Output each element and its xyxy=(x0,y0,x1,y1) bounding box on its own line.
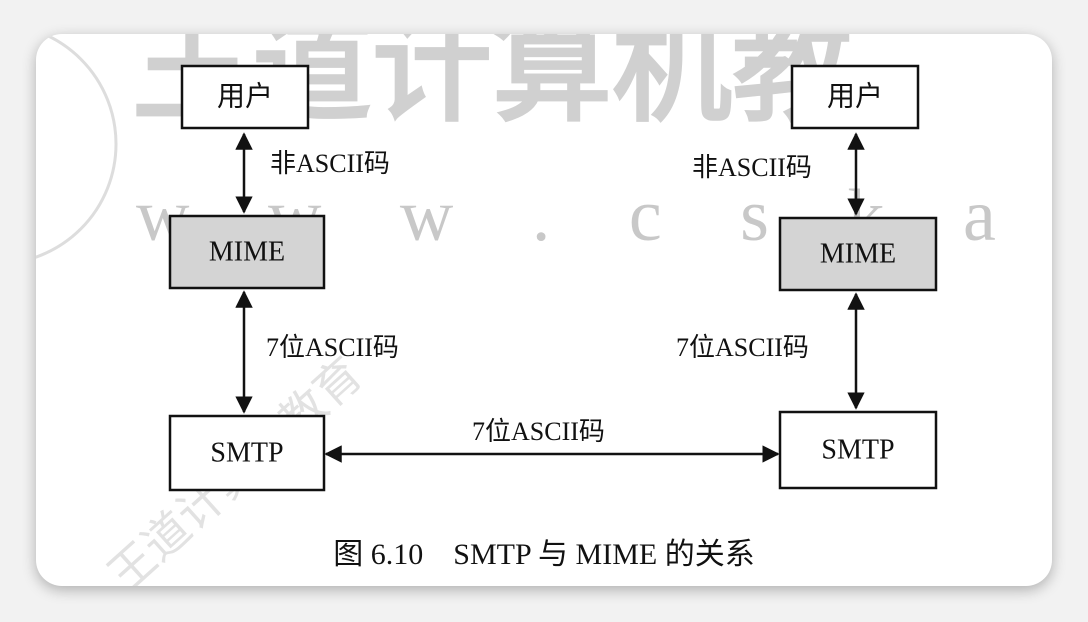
edge-label-left-mime-smtp: 7位ASCII码 xyxy=(266,333,399,362)
node-left-mime-label: MIME xyxy=(209,237,285,268)
figure-caption: 图 6.10 SMTP 与 MIME 的关系 xyxy=(333,538,754,571)
edge-label-right-mime-smtp: 7位ASCII码 xyxy=(676,333,809,362)
node-right-smtp: SMTP xyxy=(778,410,938,490)
node-left-smtp: SMTP xyxy=(168,414,326,492)
edge-label-smtp-smtp: 7位ASCII码 xyxy=(472,417,605,446)
node-left-smtp-label: SMTP xyxy=(210,438,283,469)
node-right-smtp-label: SMTP xyxy=(821,435,894,466)
node-right-user-label: 用户 xyxy=(827,81,883,113)
node-left-mime: MIME xyxy=(168,214,326,290)
node-right-mime-label: MIME xyxy=(820,239,896,270)
watermark-seal xyxy=(36,34,118,259)
edge-label-right-user-mime: 非ASCII码 xyxy=(692,153,812,182)
node-right-mime: MIME xyxy=(778,216,938,292)
edge-label-left-user-mime: 非ASCII码 xyxy=(270,149,390,178)
node-left-user: 用户 xyxy=(180,64,310,130)
diagram-canvas: 王道计算机教 w w w . c s k a o y a n 王道计算机教育 非… xyxy=(36,34,1052,586)
node-right-user: 用户 xyxy=(790,64,920,130)
edges xyxy=(235,132,865,463)
node-left-user-label: 用户 xyxy=(217,81,273,113)
diagram-card: 王道计算机教 w w w . c s k a o y a n 王道计算机教育 非… xyxy=(36,34,1052,586)
